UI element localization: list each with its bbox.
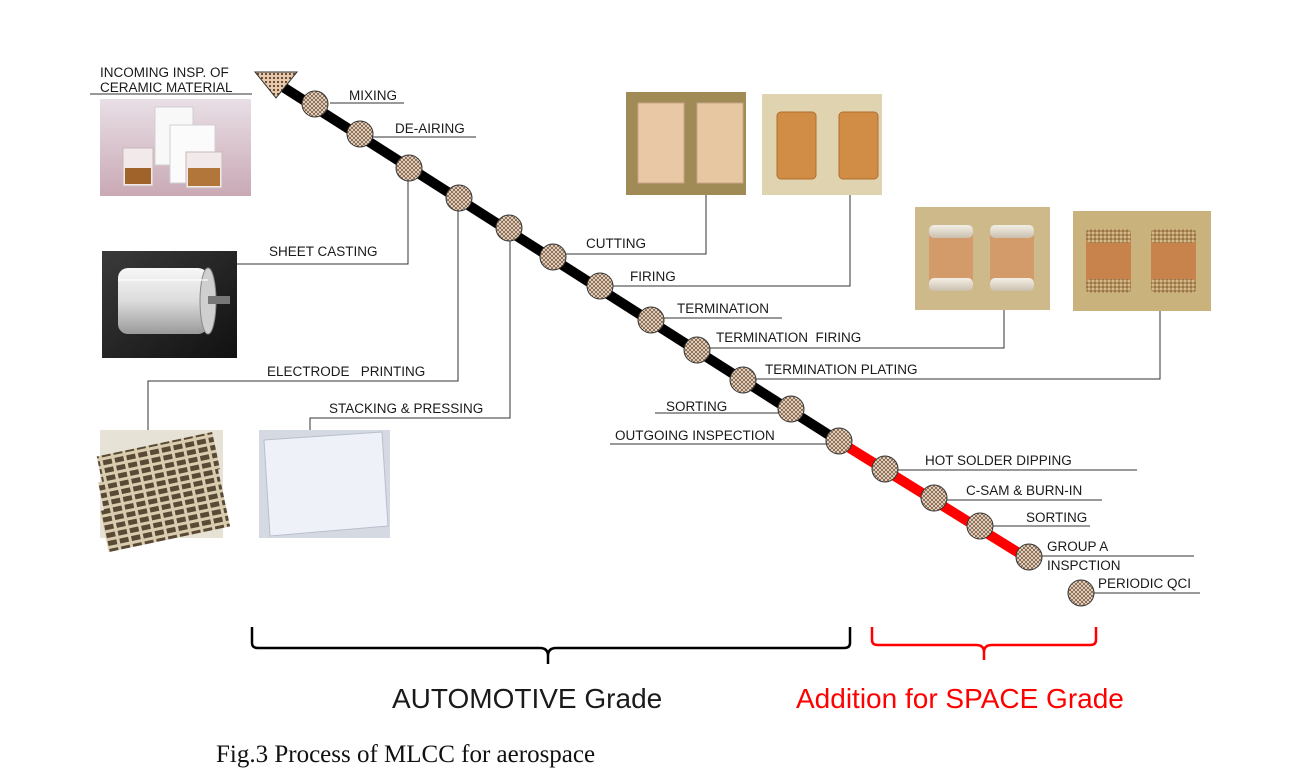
label-group-a-1: GROUP A bbox=[1047, 539, 1108, 554]
leader-termination-firing bbox=[710, 310, 1005, 349]
leader-sheet-casting bbox=[237, 170, 409, 265]
node-csam-burnin bbox=[920, 484, 948, 512]
label-sorting-space: SORTING bbox=[1026, 510, 1087, 525]
node-mixing bbox=[301, 90, 329, 118]
node-firing bbox=[586, 272, 614, 300]
node-sorting bbox=[777, 395, 805, 423]
leader-cutting bbox=[566, 195, 707, 255]
leader-lines bbox=[90, 93, 1200, 594]
label-csam-burnin: C-SAM & BURN-IN bbox=[966, 483, 1082, 498]
label-stacking-pressing: STACKING & PRESSING bbox=[329, 401, 483, 416]
photo-cutting bbox=[626, 92, 746, 195]
node-group-a-inspection bbox=[1015, 543, 1043, 571]
node-hot-solder-dipping bbox=[871, 455, 899, 483]
node-termination-firing bbox=[683, 336, 711, 364]
label-incoming-1: INCOMING INSP. OF bbox=[100, 65, 229, 80]
label-periodic-qci: PERIODIC QCI bbox=[1098, 576, 1191, 591]
label-deairing: DE-AIRING bbox=[395, 121, 465, 136]
leader-electrode-printing bbox=[147, 198, 459, 430]
photo-sheet-casting bbox=[102, 251, 237, 358]
photo-stacking-pressing bbox=[259, 430, 390, 538]
process-nodes bbox=[301, 90, 1095, 607]
node-termination-plating bbox=[729, 366, 757, 394]
node-sorting-space bbox=[966, 512, 994, 540]
label-electrode-printing: ELECTRODE PRINTING bbox=[267, 364, 425, 379]
photo-electrode-printing bbox=[96, 430, 231, 553]
label-hot-solder-dipping: HOT SOLDER DIPPING bbox=[925, 453, 1072, 468]
label-termination-firing: TERMINATION FIRING bbox=[716, 330, 861, 345]
space-grade-label: Addition for SPACE Grade bbox=[796, 683, 1124, 714]
node-stacking-pressing bbox=[495, 214, 523, 242]
photo-ceramic-material bbox=[100, 99, 251, 196]
label-termination-plating: TERMINATION PLATING bbox=[765, 362, 918, 377]
leader-stacking-pressing bbox=[309, 228, 511, 430]
photo-termination-firing bbox=[915, 207, 1050, 310]
label-sheet-casting: SHEET CASTING bbox=[269, 244, 378, 259]
node-electrode-printing bbox=[445, 184, 473, 212]
automotive-brace bbox=[250, 627, 852, 664]
node-outgoing-inspection bbox=[825, 427, 853, 455]
label-termination: TERMINATION bbox=[677, 301, 769, 316]
leader-termination-plating bbox=[752, 311, 1161, 380]
label-outgoing-inspection: OUTGOING INSPECTION bbox=[615, 428, 775, 443]
photo-termination-plating bbox=[1073, 211, 1211, 311]
photo-firing bbox=[762, 94, 882, 195]
leader-firing bbox=[610, 195, 851, 287]
automotive-grade-label: AUTOMOTIVE Grade bbox=[392, 683, 662, 714]
label-firing: FIRING bbox=[630, 269, 676, 284]
space-brace bbox=[870, 627, 1098, 660]
label-mixing: MIXING bbox=[349, 88, 397, 103]
label-cutting: CUTTING bbox=[586, 236, 646, 251]
node-termination bbox=[637, 306, 665, 334]
label-group-a-2: INSPCTION bbox=[1047, 558, 1121, 573]
node-sheet-casting bbox=[395, 154, 423, 182]
node-deairing bbox=[346, 120, 374, 148]
label-incoming-2: CERAMIC MATERIAL bbox=[100, 80, 233, 95]
figure-caption: Fig.3 Process of MLCC for aerospace bbox=[216, 741, 595, 768]
label-sorting: SORTING bbox=[666, 399, 727, 414]
incoming-inspection-triangle-icon bbox=[253, 71, 299, 99]
node-periodic-qci bbox=[1067, 579, 1095, 607]
node-cutting bbox=[539, 243, 567, 271]
